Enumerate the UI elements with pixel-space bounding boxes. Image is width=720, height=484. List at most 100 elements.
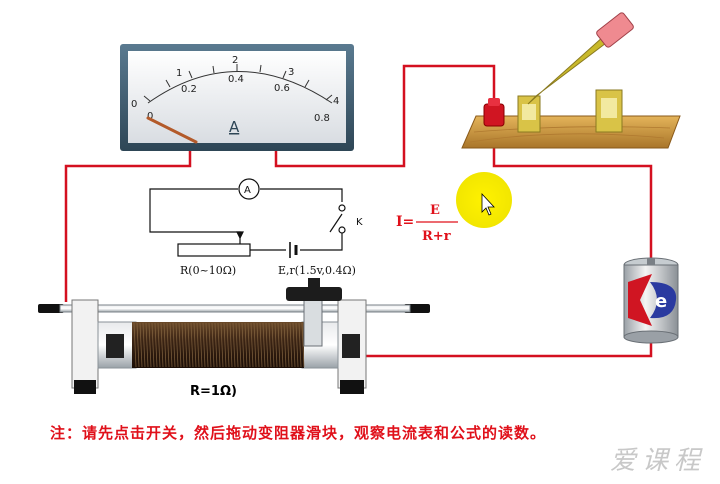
coil-winding bbox=[250, 322, 254, 368]
coil-winding bbox=[139, 322, 143, 368]
coil-winding bbox=[235, 322, 239, 368]
coil-winding bbox=[265, 322, 269, 368]
coil-winding bbox=[271, 322, 275, 368]
coil-winding bbox=[151, 322, 155, 368]
coil-winding bbox=[199, 322, 203, 368]
coil-winding bbox=[196, 322, 200, 368]
coil-winding bbox=[220, 322, 224, 368]
coil-winding bbox=[178, 322, 182, 368]
formula-lhs: I= bbox=[396, 214, 414, 230]
coil-winding bbox=[214, 322, 218, 368]
coil-winding bbox=[268, 322, 272, 368]
schematic-switch-label: K bbox=[356, 217, 363, 228]
coil-winding bbox=[202, 322, 206, 368]
schematic-resistor bbox=[177, 243, 251, 257]
watermark-logo: 爱课程 bbox=[609, 446, 706, 476]
ammeter-scale-3: 3 bbox=[288, 67, 294, 78]
coil-winding bbox=[160, 322, 164, 368]
rheostat-value-label: R=1Ω) bbox=[190, 384, 237, 399]
switch-terminal bbox=[483, 103, 505, 127]
coil-winding bbox=[262, 322, 266, 368]
coil-winding bbox=[283, 322, 287, 368]
ammeter-scale-2: 2 bbox=[232, 55, 238, 66]
coil-winding bbox=[292, 322, 296, 368]
current-formula: I= E R+r bbox=[396, 203, 458, 244]
battery-logo-letter: e bbox=[655, 291, 667, 312]
battery: e bbox=[623, 257, 679, 344]
schematic-source-label: E,r(1.5v,0.4Ω) bbox=[278, 264, 356, 277]
switch-handle[interactable] bbox=[595, 12, 634, 49]
formula-denominator: R+r bbox=[422, 229, 451, 244]
rheostat bbox=[38, 278, 430, 394]
ammeter-scale-4: 4 bbox=[333, 96, 339, 107]
coil-winding bbox=[223, 322, 227, 368]
coil-winding bbox=[274, 322, 278, 368]
ammeter-scale-0-6: 0.6 bbox=[274, 83, 290, 94]
coil-winding bbox=[163, 322, 167, 368]
coil-winding bbox=[181, 322, 185, 368]
knife-switch[interactable] bbox=[461, 12, 681, 149]
rheostat-rail bbox=[59, 304, 411, 313]
coil-winding bbox=[298, 322, 302, 368]
coil-winding bbox=[157, 322, 161, 368]
rheostat-slider-knob[interactable] bbox=[286, 287, 342, 301]
coil-winding bbox=[193, 322, 197, 368]
ammeter-scale-zero-outer: 0 bbox=[131, 99, 137, 110]
schematic-slider-arrow bbox=[236, 231, 244, 240]
ammeter-ticks bbox=[143, 64, 333, 102]
coil-winding bbox=[277, 322, 281, 368]
coil-winding bbox=[148, 322, 152, 368]
coil-winding bbox=[244, 322, 248, 368]
wire-battery-to-rheostat bbox=[356, 340, 653, 358]
coil-winding bbox=[289, 322, 293, 368]
ammeter: 0 1 2 3 4 0 0.2 0.4 0.6 0.8 A bbox=[120, 44, 354, 151]
coil-winding bbox=[187, 322, 191, 368]
rheostat-slider[interactable] bbox=[286, 278, 342, 347]
ammeter-scale-0-4: 0.4 bbox=[228, 74, 244, 85]
rheostat-coil-windings bbox=[133, 322, 305, 368]
coil-winding bbox=[175, 322, 179, 368]
circuit-wires bbox=[64, 64, 653, 358]
circuit-schematic bbox=[149, 178, 346, 258]
coil-winding bbox=[208, 322, 212, 368]
coil-winding bbox=[238, 322, 242, 368]
coil-winding bbox=[169, 322, 173, 368]
coil-winding bbox=[217, 322, 221, 368]
coil-winding bbox=[172, 322, 176, 368]
ammeter-needle bbox=[146, 116, 198, 144]
schematic-resistor-label: R(0~10Ω) bbox=[180, 264, 236, 277]
coil-winding bbox=[253, 322, 257, 368]
coil-winding bbox=[142, 322, 146, 368]
ammeter-scale-0-8: 0.8 bbox=[314, 113, 330, 124]
coil-winding bbox=[133, 322, 137, 368]
formula-numerator: E bbox=[430, 203, 440, 218]
switch-base bbox=[461, 115, 681, 149]
schematic-ammeter bbox=[238, 178, 260, 200]
rheostat-left-bracket bbox=[71, 299, 99, 389]
coil-winding bbox=[301, 322, 305, 368]
coil-winding bbox=[256, 322, 260, 368]
mouse-pointer-icon bbox=[481, 192, 495, 216]
coil-winding bbox=[295, 322, 299, 368]
ammeter-scale-1: 1 bbox=[176, 68, 182, 79]
ammeter-unit-label: A bbox=[229, 118, 240, 136]
coil-winding bbox=[241, 322, 245, 368]
coil-winding bbox=[145, 322, 149, 368]
coil-winding bbox=[184, 322, 188, 368]
ammeter-scale-arc bbox=[147, 71, 333, 104]
coil-winding bbox=[286, 322, 290, 368]
wire-meter-to-rheostat bbox=[64, 148, 192, 302]
schematic-ammeter-label: A bbox=[244, 185, 251, 196]
coil-winding bbox=[166, 322, 170, 368]
coil-winding bbox=[154, 322, 158, 368]
coil-winding bbox=[259, 322, 263, 368]
coil-winding bbox=[190, 322, 194, 368]
coil-winding bbox=[211, 322, 215, 368]
rheostat-left-post bbox=[38, 304, 64, 313]
ammeter-scale-0-2: 0.2 bbox=[181, 84, 197, 95]
coil-winding bbox=[280, 322, 284, 368]
coil-winding bbox=[226, 322, 230, 368]
coil-winding bbox=[229, 322, 233, 368]
